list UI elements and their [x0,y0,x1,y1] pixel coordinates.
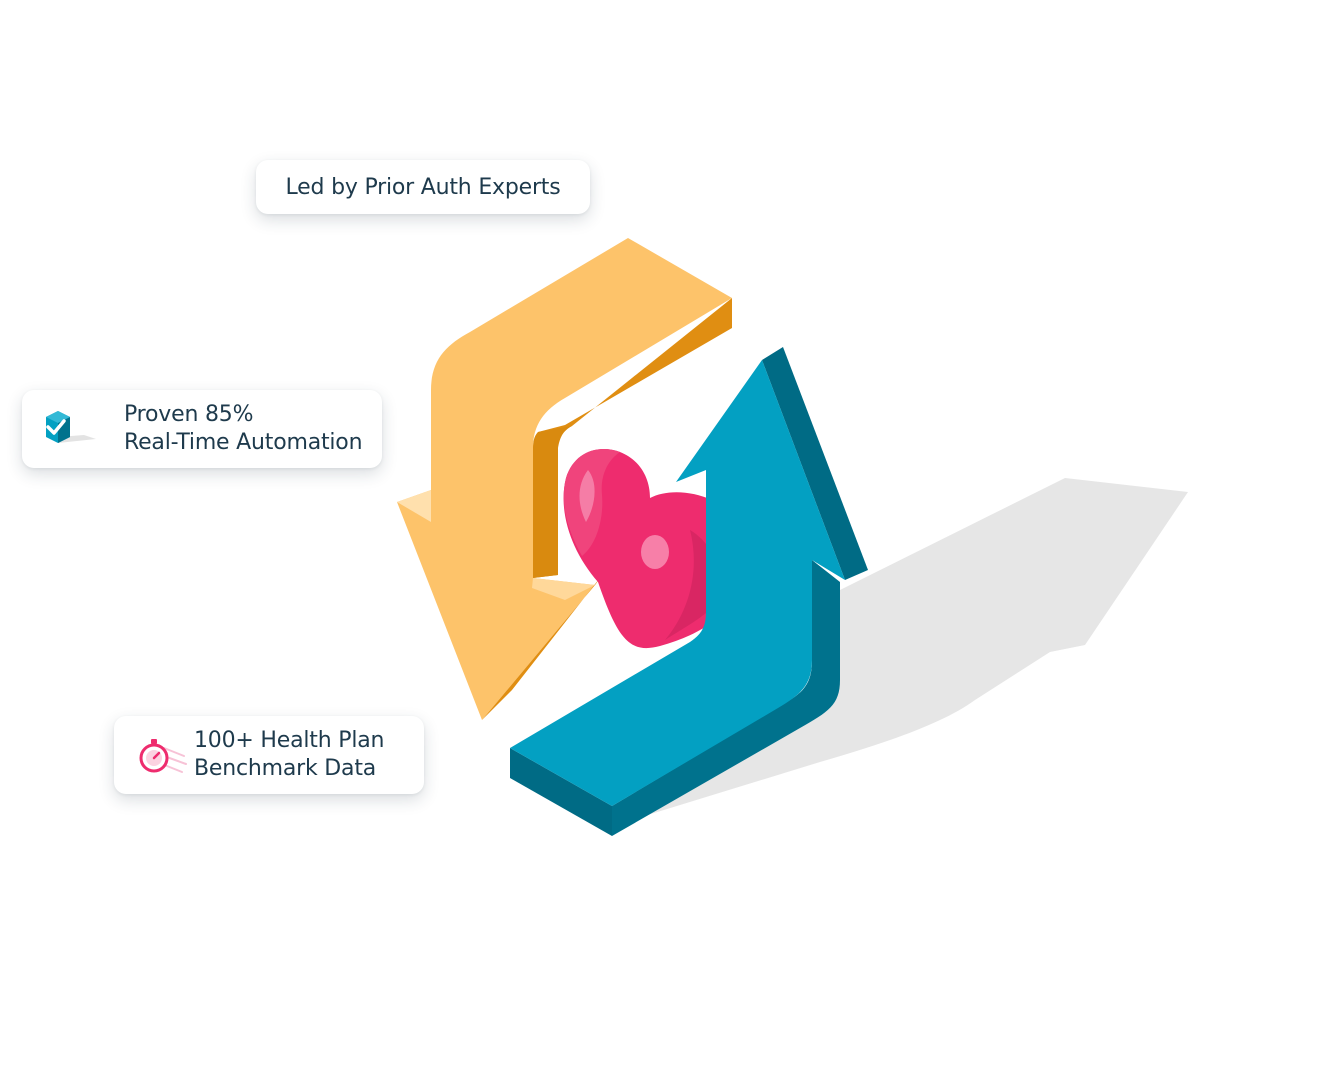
heart-icon [563,449,746,649]
automation-line-2: Real-Time Automation [124,430,363,455]
automation-line-1: Proven 85% [124,402,254,427]
benchmark-line-1: 100+ Health Plan [194,728,385,753]
benchmark-line-2: Benchmark Data [194,756,377,781]
benchmark-card: 100+ Health Plan Benchmark Data [114,716,424,794]
checkbox-cube-icon [44,409,96,449]
experts-label: Led by Prior Auth Experts [285,174,561,200]
automation-card: Proven 85% Real-Time Automation [22,390,382,468]
stopwatch-icon [136,734,188,776]
experts-card: Led by Prior Auth Experts [256,160,590,214]
down-arrow-icon [397,238,732,720]
up-arrow-icon [510,347,868,836]
